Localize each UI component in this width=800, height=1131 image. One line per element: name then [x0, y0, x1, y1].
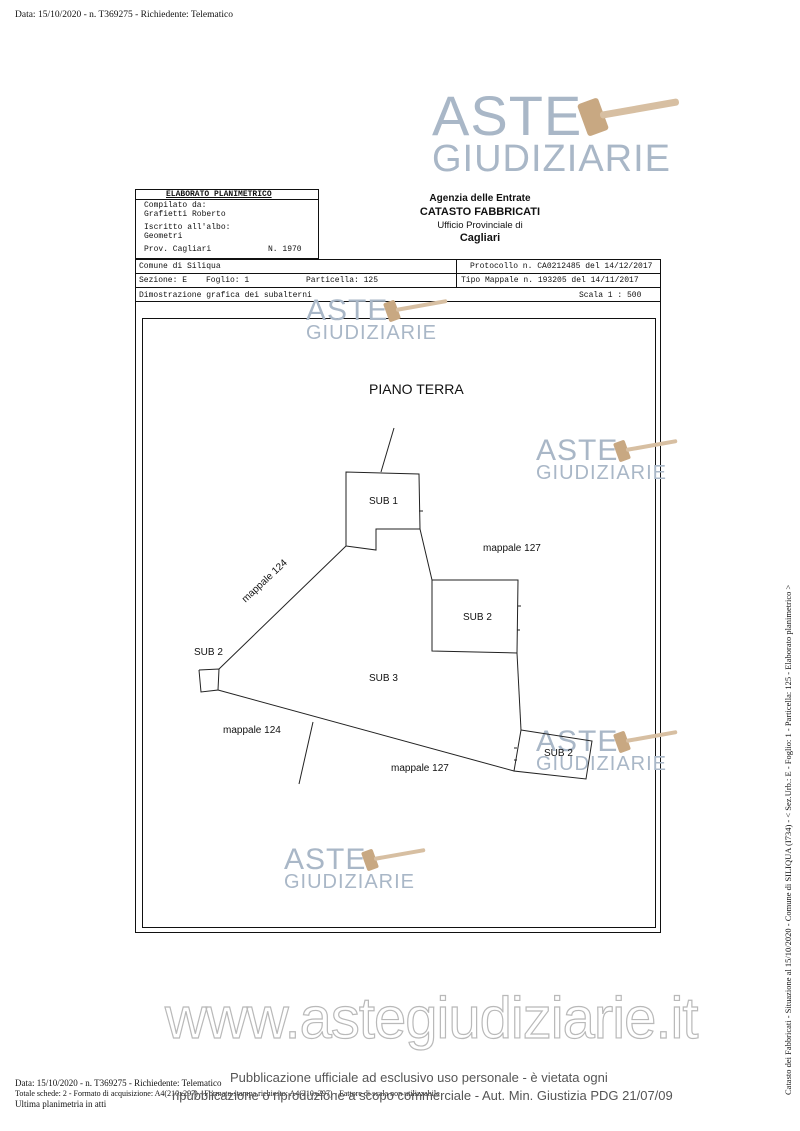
foglio: Foglio: 1 [206, 276, 250, 285]
watermark-line1: ASTE [284, 843, 367, 876]
aste-giudiziarie-logo-header: ASTE GIUDIZIARIE [306, 294, 448, 344]
gavel-icon [613, 439, 678, 462]
watermark-line1: ASTE [536, 725, 619, 758]
watermark-line1: ASTE [536, 434, 619, 467]
city-name: Cagliari [459, 232, 501, 244]
ufficio-label: Ufficio Provinciale di [437, 220, 523, 231]
mappale127-top-label: mappale 127 [483, 543, 541, 554]
footer-line2: Totale schede: 2 - Formato di acquisizio… [15, 1089, 440, 1098]
aste-giudiziarie-logo-right-bottom: ASTE GIUDIZIARIE [536, 725, 678, 775]
gavel-icon [361, 848, 426, 871]
compilato-label: Compilato da: [144, 201, 207, 210]
iscritto-value: Geometri [144, 232, 183, 241]
compilato-name: Grafietti Roberto [144, 210, 226, 219]
sub2-bottom-outline [513, 729, 593, 780]
compiler-box: ELABORATO PLANIMETRICO Compilato da: Gra… [135, 189, 319, 259]
watermark-line2: GIUDIZIARIE [284, 871, 416, 893]
gavel-icon [383, 299, 448, 322]
sub2-bottom-label: SUB 2 [544, 748, 573, 759]
watermark-line1: ASTE [306, 294, 389, 327]
scale-label: Scala 1 : 500 [579, 291, 642, 300]
mappale124-bottom-label: mappale 124 [223, 725, 281, 736]
agency-name: Agenzia delle Entrate [429, 193, 531, 204]
footer-line3: Ultima planimetria in atti [15, 1099, 107, 1109]
comune: Comune di Siliqua [139, 262, 221, 271]
watermark-line2: GIUDIZIARIE [536, 753, 668, 775]
aste-giudiziarie-logo-top: ASTE GIUDIZIARIE [432, 84, 680, 180]
watermark-line2: GIUDIZIARIE [432, 138, 672, 180]
sezione: Sezione: E [139, 276, 188, 285]
watermark-line2: GIUDIZIARIE [536, 462, 668, 484]
form-title: ELABORATO PLANIMETRICO [166, 190, 272, 199]
header-request-info: Data: 15/10/2020 - n. T369275 - Richiede… [15, 10, 233, 20]
sub1-label: SUB 1 [369, 496, 398, 507]
registration-number: N. 1970 [268, 245, 302, 254]
publication-notice-line2: ripubblicazione o riproduzione a scopo c… [172, 1088, 673, 1103]
watermark-url: www.astegiudiziarie.it [164, 985, 699, 1051]
boundary-line-right-upper [419, 528, 433, 581]
particella: Particella: 125 [306, 276, 379, 285]
sub3-label: SUB 3 [369, 673, 398, 684]
side-catasto-text: Catasto dei Fabbricati - Situazione al 1… [783, 584, 793, 1095]
gavel-icon [577, 98, 680, 136]
sub2-right-label: SUB 2 [463, 612, 492, 623]
protocollo: Protocollo n. CA0212485 del 14/12/2017 [470, 262, 653, 271]
aste-giudiziarie-logo-center: ASTE GIUDIZIARIE [284, 843, 426, 893]
catasto-title: CATASTO FABBRICATI [419, 206, 541, 218]
sub1-outline [345, 471, 421, 551]
dimostrazione-label: Dimostrazione grafica dei subalterni [139, 291, 312, 300]
footer-line1: Data: 15/10/2020 - n. T369275 - Richiede… [15, 1078, 222, 1088]
boundary-line-lower [298, 721, 314, 785]
sub2-left-label: SUB 2 [194, 647, 223, 658]
sub2-left-outline [198, 668, 220, 693]
watermark-line1: ASTE [432, 84, 583, 147]
mappale127-bottom-label: mappale 127 [391, 763, 449, 774]
boundary-line-top [380, 427, 395, 473]
publication-notice-line1: Pubblicazione ufficiale ad esclusivo uso… [230, 1070, 608, 1085]
boundary-line-right-lower [516, 652, 522, 731]
gavel-icon [613, 730, 678, 753]
province: Prov. Cagliari [144, 245, 212, 254]
plan-title: PIANO TERRA [369, 381, 464, 397]
tipo-mappale: Tipo Mappale n. 193205 del 14/11/2017 [461, 276, 639, 285]
watermark-line2: GIUDIZIARIE [306, 322, 438, 344]
aste-giudiziarie-logo-right: ASTE GIUDIZIARIE [536, 434, 678, 484]
iscritto-label: Iscritto all'albo: [144, 223, 231, 232]
boundary-line-left [218, 545, 347, 670]
drawing-frame-outer [135, 301, 661, 933]
boundary-line-bottom [217, 689, 515, 772]
